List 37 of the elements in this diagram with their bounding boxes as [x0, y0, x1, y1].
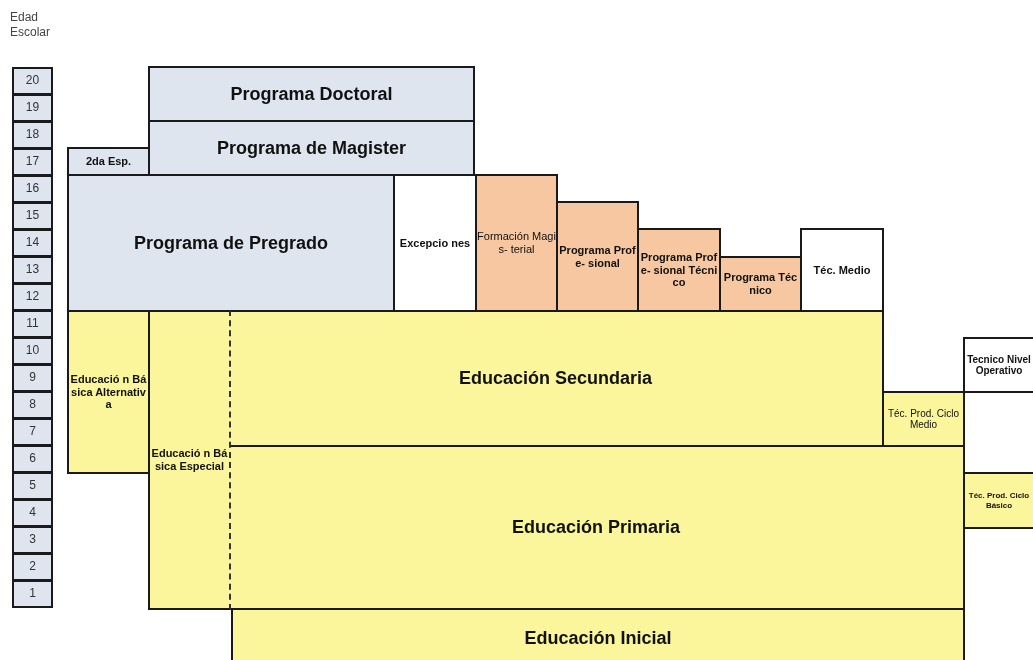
age-box: 19 [12, 94, 53, 122]
education-level-box: Téc. Prod. Ciclo Medio [882, 391, 965, 447]
education-level-box: Educación Secundaria [229, 310, 884, 447]
age-box: 13 [12, 256, 53, 284]
education-level-box: Formación Magis- terial [475, 174, 558, 312]
education-level-box: Téc. Prod. Ciclo Básico [963, 472, 1033, 529]
age-box: 8 [12, 391, 53, 419]
education-level-box: Programa Técnico [719, 256, 802, 312]
age-box: 2 [12, 553, 53, 581]
age-box: 20 [12, 67, 53, 95]
education-level-box: Programa de Magister [148, 120, 475, 176]
education-level-box: Educación Primaria [229, 445, 965, 610]
education-level-box: Téc. Medio [800, 228, 884, 312]
age-box: 16 [12, 175, 53, 203]
age-box: 9 [12, 364, 53, 392]
education-level-box: Programa Doctoral [148, 66, 475, 122]
education-level-box: Programa de Pregrado [67, 174, 395, 312]
age-box: 12 [12, 283, 53, 311]
education-level-box: Programa Profe- sional [556, 201, 639, 312]
age-box: 5 [12, 472, 53, 500]
age-box: 6 [12, 445, 53, 473]
age-box: 18 [12, 121, 53, 149]
age-box: 4 [12, 499, 53, 527]
age-box: 15 [12, 202, 53, 230]
education-level-box: Tecnico Nivel Operativo [963, 337, 1033, 393]
axis-title: Edad Escolar [10, 10, 51, 40]
age-box: 14 [12, 229, 53, 257]
age-box: 7 [12, 418, 53, 446]
age-box: 17 [12, 148, 53, 176]
education-level-box: 2da Esp. [67, 147, 150, 176]
age-box: 3 [12, 526, 53, 554]
age-box: 1 [12, 580, 53, 608]
age-box: 10 [12, 337, 53, 365]
education-level-box: Programa Profe- sional Técnico [637, 228, 721, 312]
education-level-box: Educación Inicial [231, 608, 965, 660]
age-box: 11 [12, 310, 53, 338]
education-level-box: Educació n Básica Alternativ a [67, 310, 150, 474]
